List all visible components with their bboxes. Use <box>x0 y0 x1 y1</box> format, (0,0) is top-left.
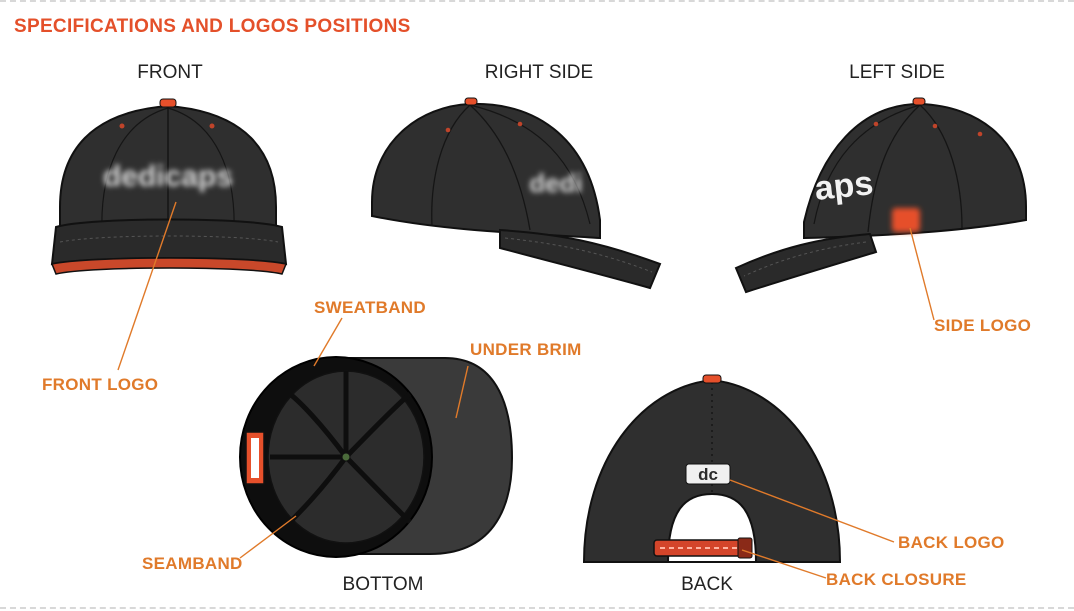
view-label-front: FRONT <box>137 62 203 83</box>
view-label-bottom: BOTTOM <box>342 574 424 595</box>
front-logo-leader <box>117 201 177 371</box>
callout-front-logo: FRONT LOGO <box>42 375 159 394</box>
bottom-cap <box>239 356 514 558</box>
under-brim-leader <box>455 365 469 419</box>
front-cap: dedicaps <box>50 98 288 275</box>
callout-back-logo: BACK LOGO <box>898 533 1005 552</box>
callout-back-closure: BACK CLOSURE <box>826 570 967 589</box>
view-label-right-side: RIGHT SIDE <box>484 62 594 83</box>
back-cap: dc <box>582 374 842 563</box>
back-closure-leader <box>741 549 827 579</box>
view-label-left-side: LEFT SIDE <box>849 62 945 83</box>
sweatband-leader <box>313 317 343 367</box>
leader-lines <box>117 201 935 579</box>
seamband-leader <box>239 515 297 559</box>
left-logo-mark: aps <box>813 164 875 208</box>
back-logo-leader <box>729 479 895 543</box>
callout-sweatband: SWEATBAND <box>314 298 426 317</box>
right-logo-mark: dedi <box>529 168 582 198</box>
front-logo-mark: dedicaps <box>103 160 233 193</box>
callout-under-brim: UNDER BRIM <box>470 340 582 359</box>
page-title: SPECIFICATIONS AND LOGOS POSITIONS <box>14 16 411 37</box>
right-side-cap: dedi <box>371 97 662 290</box>
callout-seamband: SEAMBAND <box>142 554 243 573</box>
back-logo-mark: dc <box>698 465 718 484</box>
callout-side-logo: SIDE LOGO <box>934 316 1032 335</box>
view-label-back: BACK <box>681 574 733 595</box>
left-side-cap: aps <box>734 97 1027 294</box>
side-logo-mark <box>892 208 920 232</box>
side-logo-leader <box>909 227 935 321</box>
